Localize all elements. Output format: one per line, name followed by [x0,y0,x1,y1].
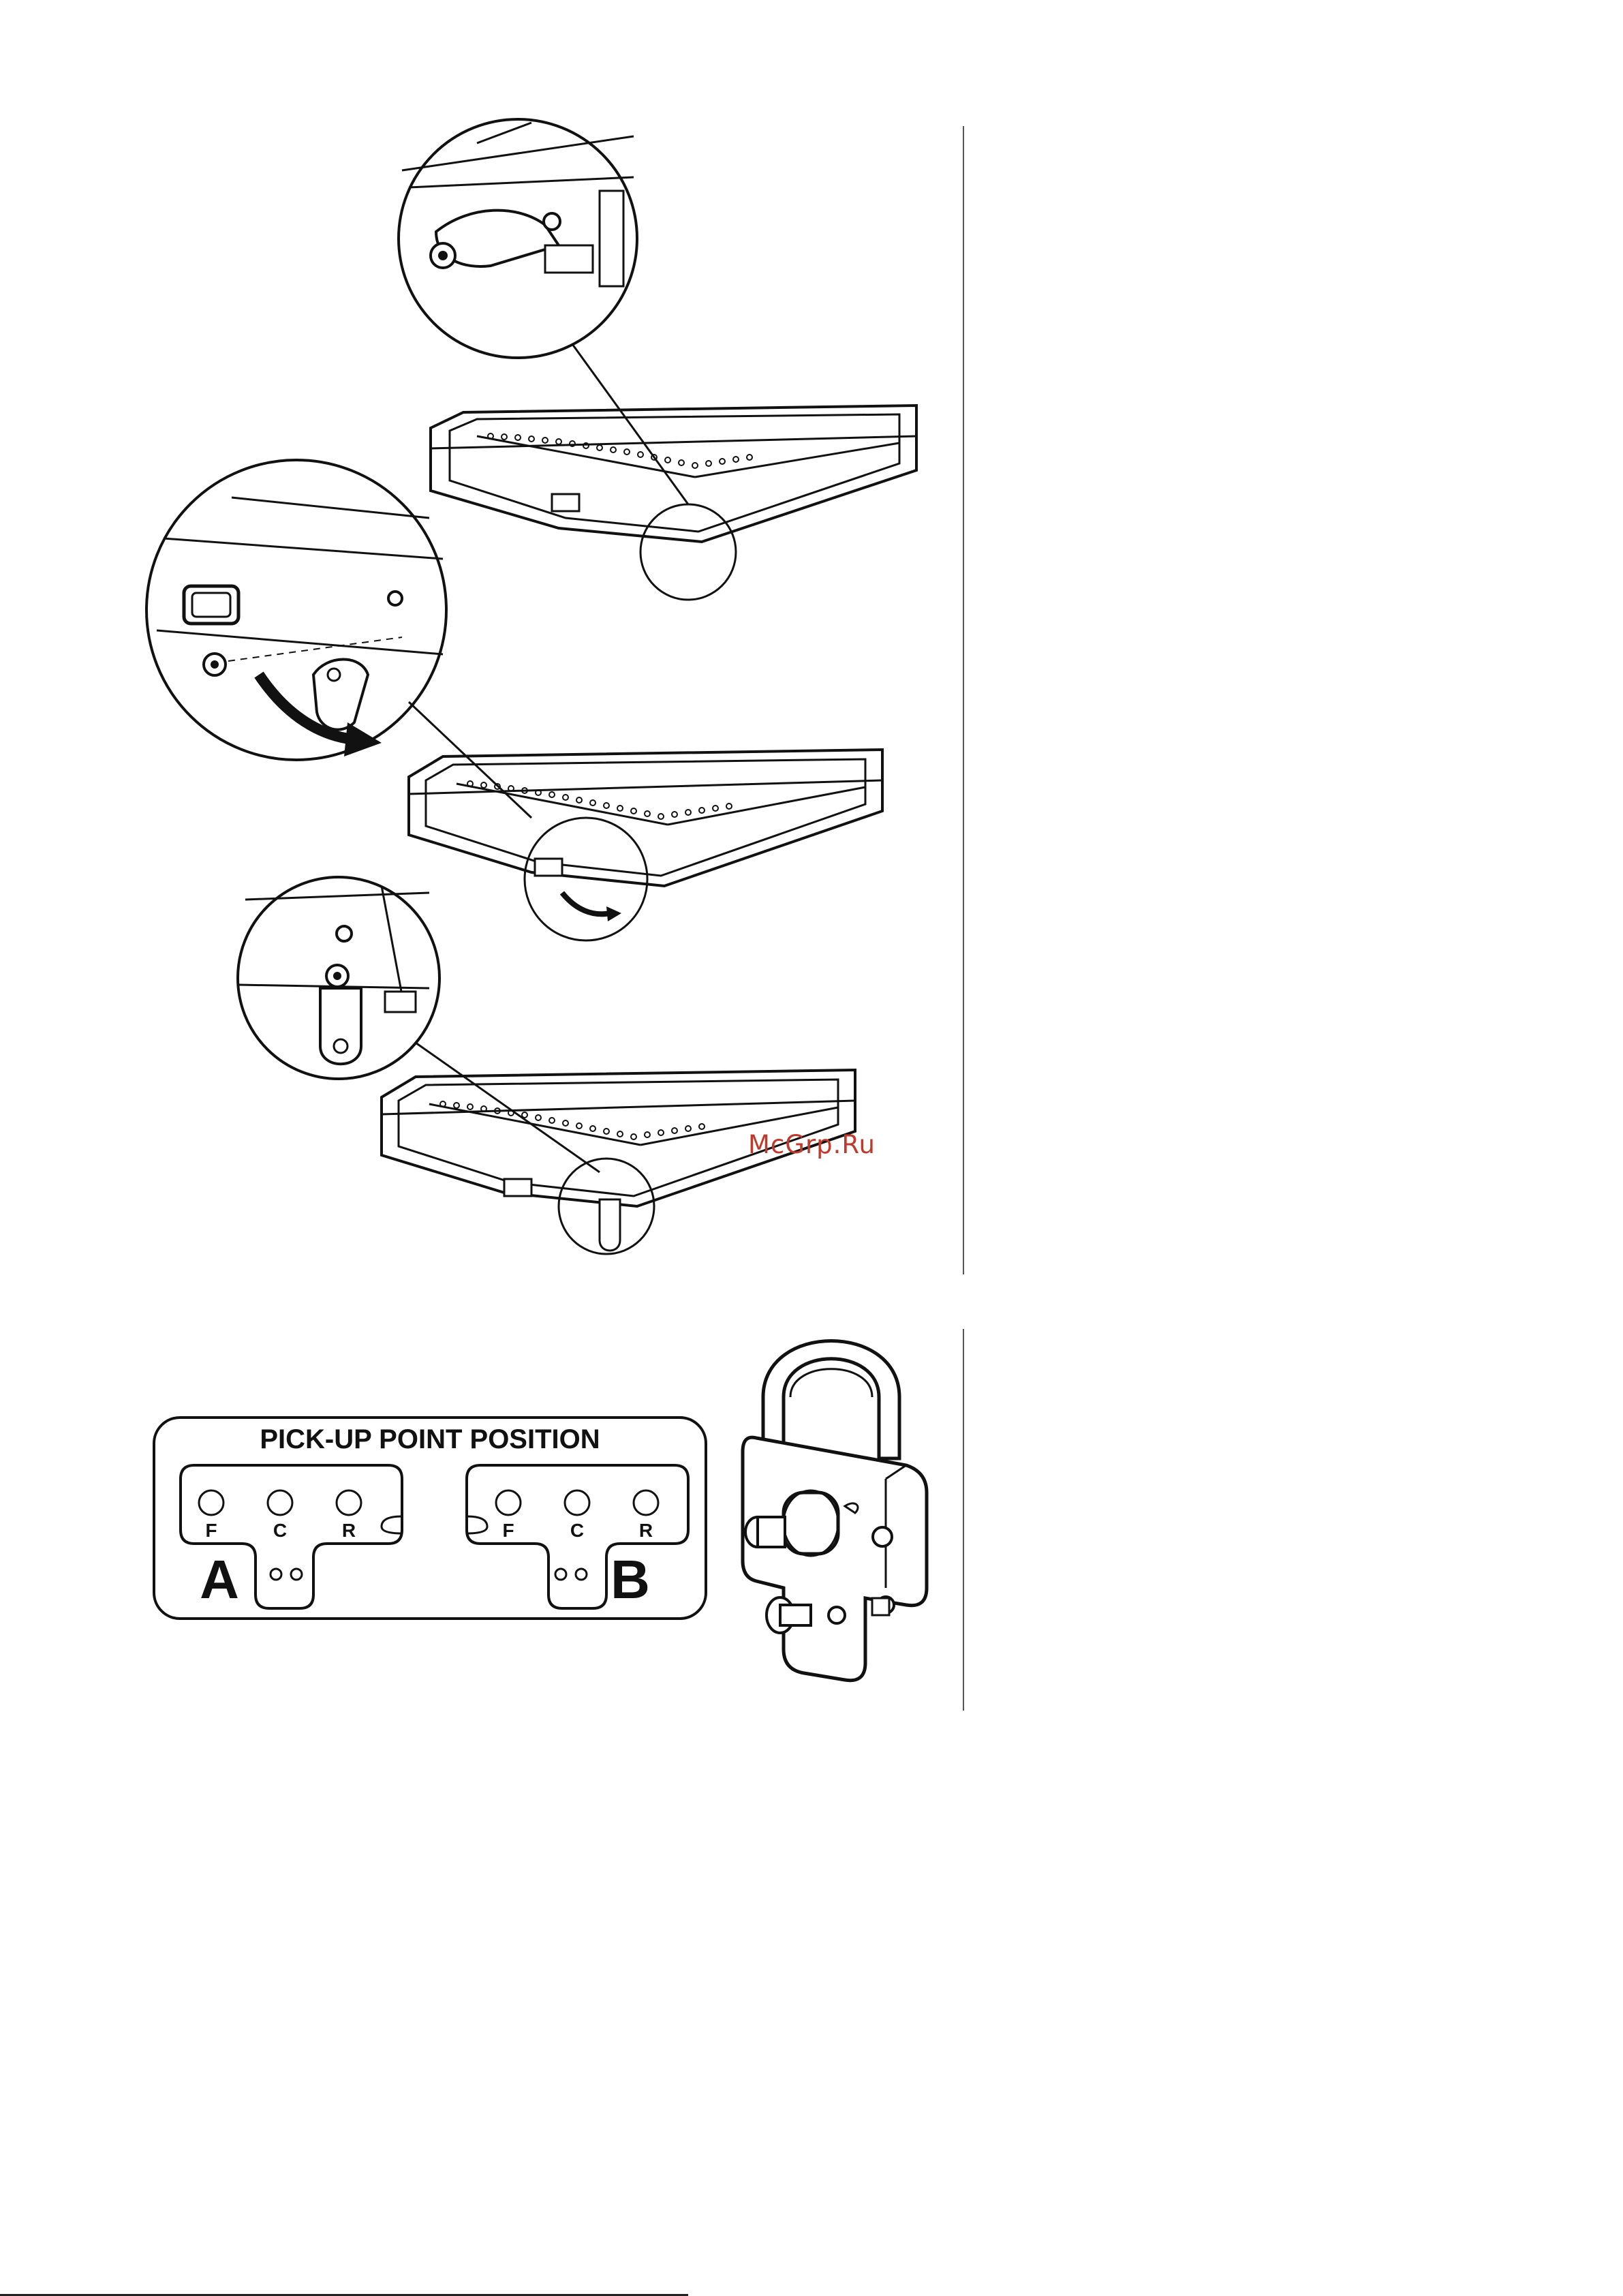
hole-label-b-c: C [570,1520,584,1541]
plate-a-letter: A [200,1549,239,1610]
frame-step-2 [409,750,882,940]
plate-b-letter: B [610,1549,650,1610]
hole-label-a-f: F [205,1520,217,1541]
shackle-illustration [743,1341,927,1681]
pickup-panel: PICK-UP POINT POSITION F C R A F C [154,1418,706,1619]
frame-step-3 [382,1070,855,1254]
detail-circle-2 [146,460,531,818]
hole-label-b-f: F [502,1520,514,1541]
frame-step-1 [431,405,916,600]
watermark: McGrp.Ru [748,1130,876,1159]
hole-label-a-r: R [342,1520,356,1541]
hole-label-a-c: C [273,1520,287,1541]
pickup-panel-title: PICK-UP POINT POSITION [260,1424,600,1454]
hole-label-b-r: R [639,1520,653,1541]
